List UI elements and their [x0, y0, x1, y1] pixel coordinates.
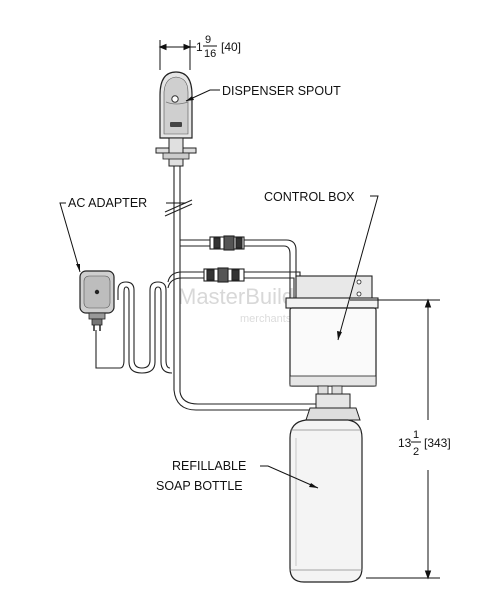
control-box-leader-arrow	[337, 331, 342, 340]
control-box-label: CONTROL BOX	[264, 190, 355, 204]
control-box-leader-line	[337, 195, 379, 341]
sensor-cable	[180, 235, 297, 300]
spout-width-whole: 1	[196, 40, 203, 54]
ac-adapter-leader-line	[59, 202, 81, 273]
coiled-cord	[117, 281, 171, 369]
spout-leader-line	[185, 89, 220, 102]
power-cable	[167, 267, 301, 300]
height-denominator: 2	[413, 446, 419, 458]
spout-width-denominator: 16	[204, 48, 216, 60]
adapter-cord	[95, 300, 125, 369]
dispenser-spout-label: DISPENSER SPOUT	[222, 84, 341, 98]
height-dimension	[350, 298, 440, 580]
spout-width-dimension	[158, 40, 196, 70]
control-box	[285, 275, 379, 397]
height-whole: 13	[398, 436, 412, 450]
soap-bottle-leader-arrow	[309, 483, 318, 488]
spout-width-mm: [40]	[221, 40, 241, 54]
ac-adapter-label: AC ADAPTER	[68, 196, 147, 210]
soap-bottle-leader-line	[260, 465, 319, 489]
soap-bottle-label-line2: SOAP BOTTLE	[156, 479, 243, 493]
soap-bottle	[289, 393, 363, 583]
ac-adapter	[79, 270, 115, 331]
dispenser-spout	[155, 71, 197, 167]
ac-adapter-leader-arrow	[76, 264, 80, 272]
spout-leader-arrow	[186, 96, 194, 101]
height-numerator: 1	[413, 429, 419, 441]
coiled-cord-inner	[123, 286, 173, 374]
spout-width-numerator: 9	[205, 34, 211, 46]
soap-bottle-label-line1: REFILLABLE	[172, 459, 246, 473]
height-mm: [343]	[424, 436, 451, 450]
